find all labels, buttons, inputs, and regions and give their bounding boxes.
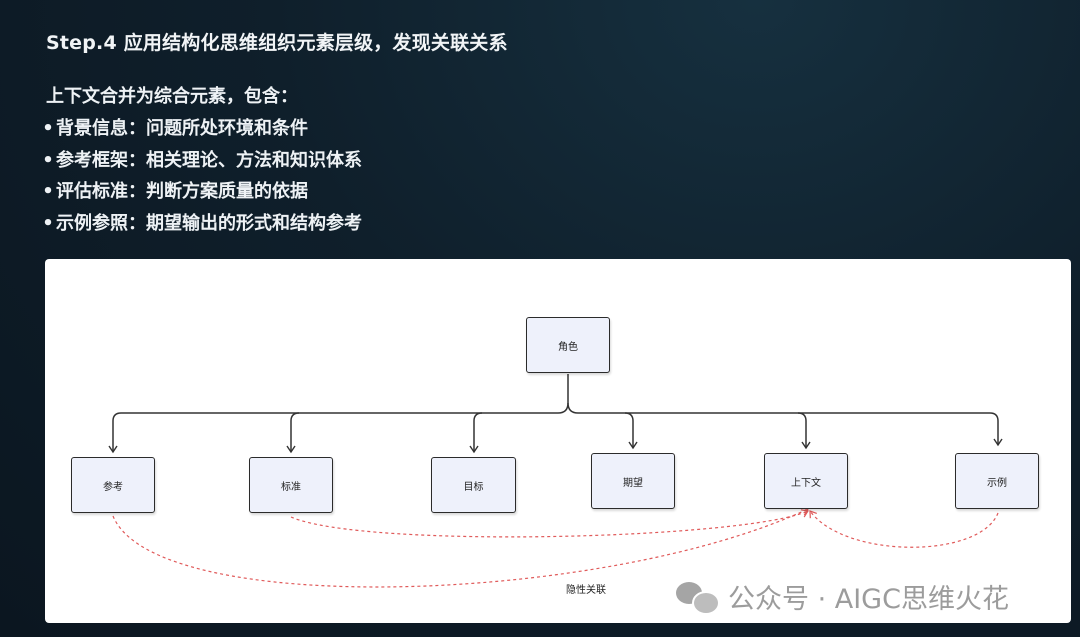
diagram-edges bbox=[108, 374, 1003, 588]
tree-edge-shangxiawen bbox=[797, 412, 811, 450]
page-title: Step.4 应用结构化思维组织元素层级，发现关联关系 bbox=[46, 32, 508, 54]
wechat-icon bbox=[676, 580, 720, 615]
bullet-item: •评估标准：判断方案质量的依据 bbox=[42, 176, 362, 208]
bullet-dot: • bbox=[42, 149, 54, 171]
intro-text: 上下文合并为综合元素，包含： bbox=[46, 86, 298, 107]
diagram-panel: 角色 参考 标准 目标 期望 上下文 示例 隐性关联 公众号 · AIGC思维火… bbox=[45, 259, 1071, 623]
implicit-link-shili bbox=[809, 510, 999, 548]
tree-edge-root bbox=[567, 374, 1003, 447]
node-shili: 示例 bbox=[955, 453, 1039, 509]
bullet-text: 示例参照：期望输出的形式和结构参考 bbox=[56, 212, 362, 234]
node-biaozhun: 标准 bbox=[249, 457, 333, 513]
bullet-dot: • bbox=[42, 181, 54, 202]
watermark-text: 公众号 · AIGC思维火花 bbox=[728, 584, 1009, 615]
implicit-link-cankao bbox=[112, 507, 809, 588]
watermark: 公众号 · AIGC思维火花 bbox=[676, 577, 1009, 616]
bullet-item: •示例参照：期望输出的形式和结构参考 bbox=[42, 208, 362, 240]
node-cankao: 参考 bbox=[71, 457, 155, 513]
bullet-text: 评估标准：判断方案质量的依据 bbox=[56, 181, 308, 202]
bullet-item: •背景信息：问题所处环境和条件 bbox=[42, 113, 362, 145]
tree-edge-biaozhun bbox=[286, 412, 300, 454]
tree-edge-left bbox=[108, 402, 569, 454]
bullet-text: 参考框架：相关理论、方法和知识体系 bbox=[56, 149, 362, 171]
bullet-text: 背景信息：问题所处环境和条件 bbox=[56, 118, 308, 139]
implicit-link-biaozhun bbox=[290, 509, 809, 538]
tree-edge-qiwang bbox=[624, 412, 638, 450]
node-root: 角色 bbox=[526, 317, 610, 373]
node-qiwang: 期望 bbox=[591, 453, 675, 509]
node-mubiao: 目标 bbox=[431, 457, 516, 513]
tree-edge-mubiao bbox=[469, 412, 483, 454]
implicit-link-label: 隐性关联 bbox=[563, 581, 609, 596]
bullet-list: •背景信息：问题所处环境和条件 •参考框架：相关理论、方法和知识体系 •评估标准… bbox=[42, 113, 362, 239]
bullet-item: •参考框架：相关理论、方法和知识体系 bbox=[42, 145, 362, 177]
bullet-dot: • bbox=[42, 212, 54, 234]
node-shangxiawen: 上下文 bbox=[764, 453, 848, 509]
bullet-dot: • bbox=[42, 118, 54, 139]
